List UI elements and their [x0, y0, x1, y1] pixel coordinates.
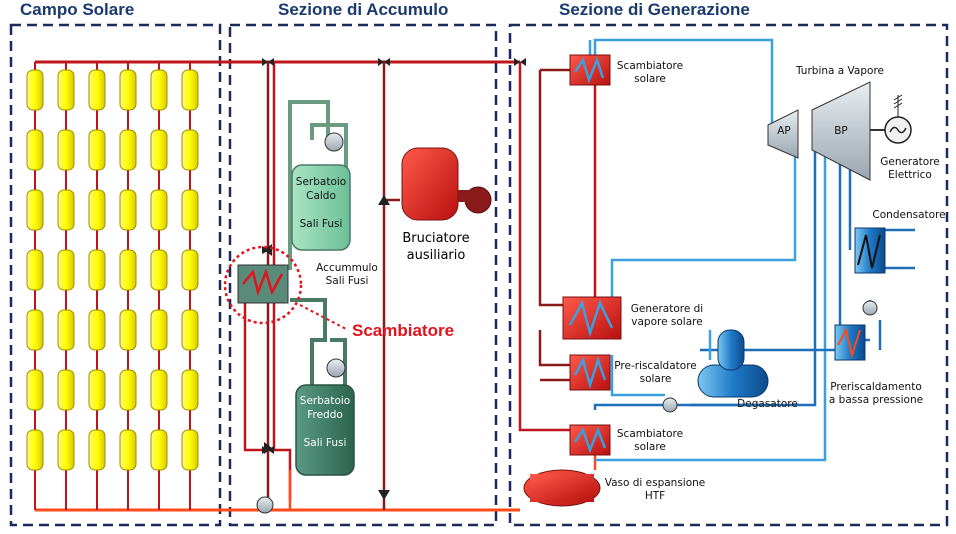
collector-module — [26, 189, 44, 231]
pump-icon — [256, 496, 274, 514]
arrow-icon — [264, 442, 272, 454]
collector-module — [26, 309, 44, 351]
collector-module — [119, 69, 137, 111]
label-ap: AP — [777, 125, 791, 137]
collector-module — [88, 249, 106, 291]
arrow-icon — [378, 195, 390, 205]
collector-module — [26, 369, 44, 411]
label-generatore-vapore: Generatore di vapore solare — [630, 303, 704, 328]
collector-module — [150, 309, 168, 351]
section-borders — [9, 23, 949, 527]
hot-tank — [291, 132, 351, 251]
hx-generatore-vapore — [562, 296, 622, 340]
collector-module — [57, 189, 75, 231]
valve-icon — [514, 58, 526, 66]
label-generatore-elettrico: Generatore Elettrico — [880, 156, 940, 181]
section-title-accumulo: Sezione di Accumulo — [278, 0, 449, 19]
collector-module — [88, 69, 106, 111]
pump-icon — [662, 397, 678, 413]
collector-module — [181, 429, 199, 471]
storage-heat-exchanger — [223, 245, 349, 331]
section-title-campo: Campo Solare — [20, 0, 135, 19]
arrow-icon — [264, 244, 272, 256]
label-condensatore: Condensatore — [872, 209, 946, 221]
collector-module — [119, 369, 137, 411]
collector-module — [150, 249, 168, 291]
collector-module — [150, 429, 168, 471]
valves — [262, 58, 526, 500]
collector-module — [119, 249, 137, 291]
collector-module — [26, 129, 44, 171]
collector-module — [181, 249, 199, 291]
collector-module — [181, 189, 199, 231]
collector-module — [181, 69, 199, 111]
pump-icon — [862, 300, 878, 316]
hx-preriscaldatore — [569, 354, 611, 391]
collector-module — [181, 369, 199, 411]
generazione-border — [508, 23, 949, 527]
turbine — [767, 81, 885, 181]
condenser — [854, 227, 886, 274]
collector-module — [88, 129, 106, 171]
collector-module — [88, 429, 106, 471]
label-scambiatore-solare-bottom: Scambiatore solare — [616, 428, 684, 453]
collector-module — [57, 429, 75, 471]
collector-module — [150, 189, 168, 231]
label-preriscaldamento: Preriscaldamento a bassa pressione — [828, 381, 924, 406]
collector-module — [26, 429, 44, 471]
label-vaso: Vaso di espansione HTF — [604, 477, 706, 502]
arrow-icon — [378, 490, 390, 500]
collector-module — [57, 369, 75, 411]
collector-module — [57, 69, 75, 111]
collector-module — [119, 189, 137, 231]
label-accumulo-scambiatore: Accummulo Sali Fusi — [316, 262, 378, 287]
collector-module — [88, 309, 106, 351]
collector-module — [26, 249, 44, 291]
electric-generator — [884, 94, 912, 144]
label-serbatoio-freddo: Serbatoio Freddo Sali Fusi — [299, 395, 351, 449]
collector-module — [150, 369, 168, 411]
collector-module — [57, 129, 75, 171]
valve-icon — [378, 58, 390, 66]
label-degasatore: Degasatore — [737, 398, 798, 410]
collector-module — [150, 129, 168, 171]
collector-module — [57, 309, 75, 351]
section-title-generazione: Sezione di Generazione — [559, 0, 750, 19]
accumulo-border — [228, 23, 498, 527]
collector-module — [119, 309, 137, 351]
campo-border — [9, 23, 222, 527]
degasser — [697, 329, 769, 398]
collector-module — [88, 369, 106, 411]
collector-module — [181, 129, 199, 171]
label-serbatoio-caldo: Serbatoio Caldo Sali Fusi — [295, 176, 347, 230]
valve-icon — [262, 58, 274, 66]
collector-module — [57, 249, 75, 291]
collector-module — [119, 129, 137, 171]
collector-module — [26, 69, 44, 111]
hx-scambiatore-top — [569, 54, 611, 86]
hx-scambiatore-bottom — [569, 424, 611, 456]
pumps — [256, 300, 878, 514]
label-bruciatore: Bruciatore ausiliario — [402, 231, 470, 263]
lp-preheater — [834, 324, 866, 361]
scambiatore-callout: Scambiatore — [352, 321, 455, 340]
collector-module — [150, 69, 168, 111]
collector-rows — [26, 62, 199, 510]
label-scambiatore-solare-top: Scambiatore solare — [616, 60, 684, 85]
cold-tank — [295, 358, 355, 476]
label-preriscaldatore: Pre-riscaldatore solare — [614, 360, 697, 385]
collector-module — [119, 429, 137, 471]
label-bp: BP — [834, 125, 848, 137]
collector-module — [181, 309, 199, 351]
label-turbina: Turbina a Vapore — [795, 65, 884, 77]
auxiliary-burner — [401, 147, 492, 221]
collector-module — [88, 189, 106, 231]
